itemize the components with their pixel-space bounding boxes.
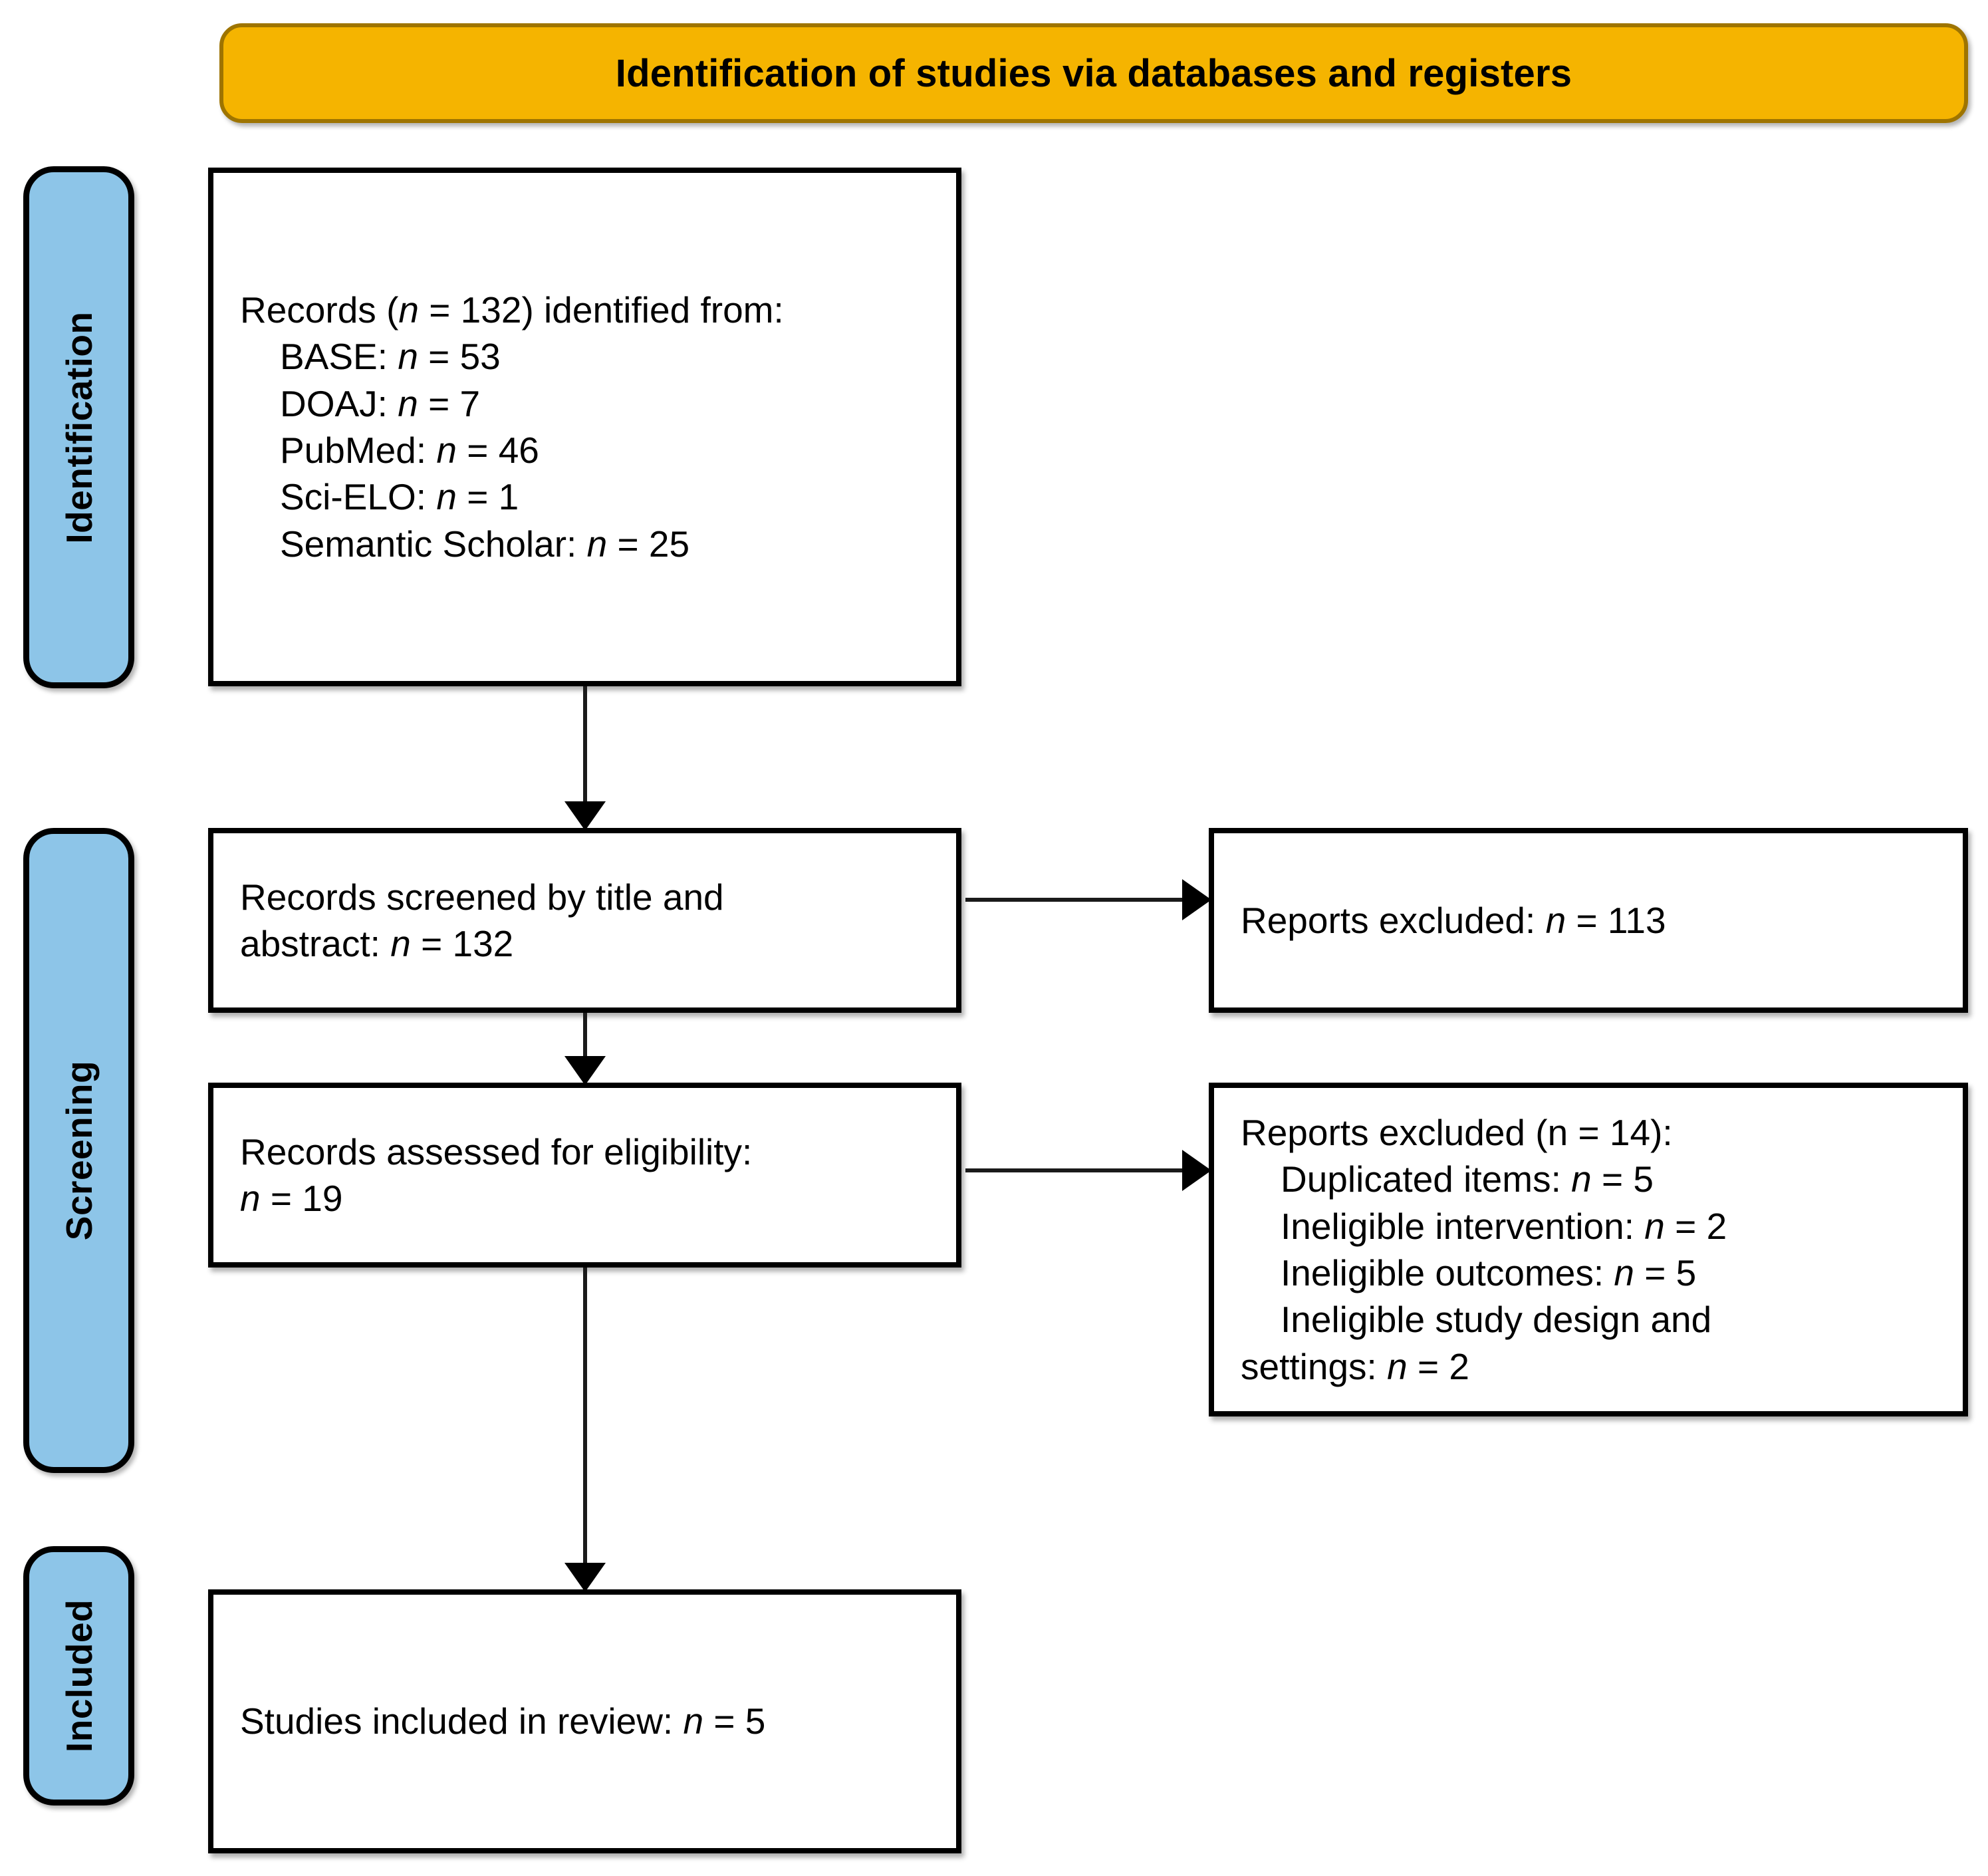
stage-label-screening-text: Screening [58, 1060, 100, 1241]
arrowhead-right-icon [1182, 1150, 1211, 1191]
arrowhead-down-icon [564, 801, 606, 831]
arrow-eligibility-to-excluded [965, 1150, 1211, 1191]
reports-excluded-reasons-heading: Reports excluded (n = 14): [1241, 1111, 1673, 1153]
records-screened-line1: Records screened by title and [240, 876, 724, 918]
reports-excluded-line: Reports excluded: n = 113 [1241, 899, 1666, 941]
arrowhead-right-icon [1182, 879, 1211, 920]
exclusion-reason-row: Ineligible outcomes: n = 5 [1281, 1252, 1697, 1293]
stage-label-included: Included [23, 1546, 134, 1806]
source-row: PubMed: n = 46 [280, 430, 539, 471]
arrowhead-down-icon [564, 1563, 606, 1592]
arrowhead-down-icon [564, 1056, 606, 1085]
box-records-assessed-body: Records assessed for eligibility: n = 19 [213, 1129, 956, 1222]
exclusion-reason-row: settings: n = 2 [1241, 1345, 1469, 1387]
box-reports-excluded-screening: Reports excluded: n = 113 [1209, 828, 1968, 1013]
arrow-identified-to-screened [564, 686, 606, 831]
source-row: Sci-ELO: n = 1 [280, 476, 519, 518]
studies-included-line: Studies included in review: n = 5 [240, 1700, 766, 1742]
exclusion-reason-row: Duplicated items: n = 5 [1281, 1158, 1654, 1200]
records-assessed-line2: n = 19 [240, 1178, 343, 1219]
records-identified-heading: Records (n = 132) identified from: [240, 289, 784, 331]
box-studies-included: Studies included in review: n = 5 [208, 1589, 961, 1853]
source-row: BASE: n = 53 [280, 336, 501, 378]
stage-label-identification: Identification [23, 166, 134, 688]
box-records-assessed-eligibility: Records assessed for eligibility: n = 19 [208, 1083, 961, 1268]
arrow-screened-to-eligibility [564, 1013, 606, 1085]
records-assessed-line1: Records assessed for eligibility: [240, 1131, 753, 1172]
arrow-eligibility-to-included [564, 1268, 606, 1592]
box-reports-excluded-screening-body: Reports excluded: n = 113 [1214, 897, 1963, 944]
box-records-identified: Records (n = 132) identified from: BASE:… [208, 168, 961, 686]
exclusion-reason-row: Ineligible intervention: n = 2 [1281, 1205, 1727, 1247]
box-reports-excluded-reasons: Reports excluded (n = 14): Duplicated it… [1209, 1083, 1968, 1416]
arrow-screened-to-excluded [965, 879, 1211, 920]
stage-label-identification-text: Identification [58, 311, 100, 544]
stage-label-screening: Screening [23, 828, 134, 1473]
source-row: Semantic Scholar: n = 25 [280, 523, 690, 565]
box-studies-included-body: Studies included in review: n = 5 [213, 1698, 956, 1744]
exclusion-reason-row: Ineligible study design and [1281, 1299, 1712, 1341]
diagram-header-banner: Identification of studies via databases … [219, 23, 1968, 123]
box-records-identified-body: Records (n = 132) identified from: BASE:… [213, 287, 956, 567]
diagram-title: Identification of studies via databases … [615, 51, 1572, 95]
source-row: DOAJ: n = 7 [280, 382, 481, 424]
records-screened-line2: abstract: n = 132 [240, 923, 514, 964]
stage-label-included-text: Included [58, 1599, 100, 1753]
box-records-screened: Records screened by title and abstract: … [208, 828, 961, 1013]
box-records-screened-body: Records screened by title and abstract: … [213, 874, 956, 968]
box-reports-excluded-reasons-body: Reports excluded (n = 14): Duplicated it… [1214, 1109, 1963, 1390]
